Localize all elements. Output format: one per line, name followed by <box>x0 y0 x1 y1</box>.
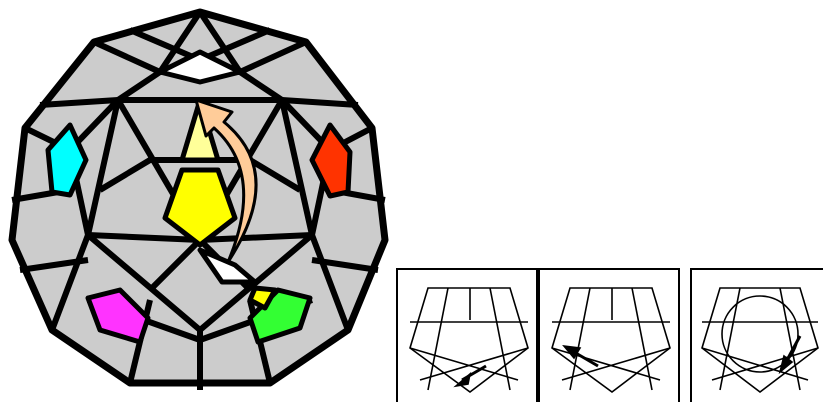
pentagram-circle-arrow-icon <box>702 288 818 392</box>
step-panel-1 <box>396 268 538 402</box>
pentagram-arrow-left-icon <box>552 288 670 392</box>
pentagram-arrow-down-right-icon <box>410 288 528 392</box>
megaminx-diagram <box>0 0 400 402</box>
step-panel-2 <box>538 268 680 402</box>
step-panel-3 <box>690 268 823 402</box>
